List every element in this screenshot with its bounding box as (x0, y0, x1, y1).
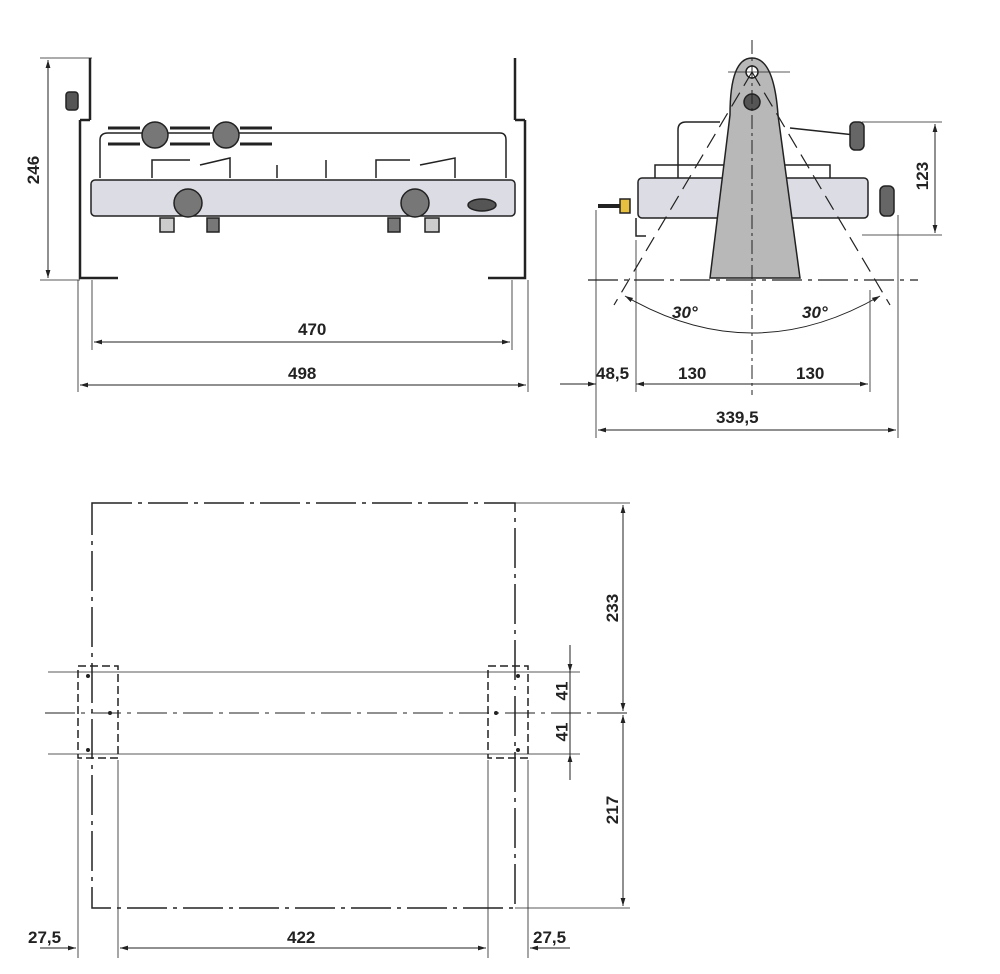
dim-offset: 48,5 (596, 364, 630, 383)
burner-knob (400, 188, 430, 218)
dim-slot-lower: 41 (552, 722, 572, 742)
burner-knob (879, 185, 895, 217)
dim-slot-upper: 41 (552, 681, 572, 701)
dim-knob-height: 123 (913, 161, 933, 191)
dim-half-left: 130 (678, 364, 707, 383)
mounting-tower (709, 57, 801, 279)
side-view (560, 40, 942, 438)
angle-left-label: 30° (672, 303, 698, 322)
dim-margin-left: 27,5 (28, 928, 62, 947)
bracket-right (487, 665, 529, 759)
pot-holder-knob (141, 121, 169, 149)
pot-holder-knob (849, 121, 865, 151)
dim-total-depth: 339,5 (716, 408, 759, 427)
dim-bottom-depth: 217 (603, 795, 623, 825)
dim-front-inner-width: 470 (298, 320, 327, 339)
pot-holder-knob (212, 121, 240, 149)
stove-body (90, 179, 516, 217)
dim-center-width: 422 (287, 928, 316, 947)
clamp-knob (65, 91, 79, 111)
dim-top-depth: 233 (603, 593, 623, 623)
dim-front-height: 246 (24, 155, 44, 185)
bracket-left (77, 665, 119, 759)
burner-knob (173, 188, 203, 218)
dim-front-outer-width: 498 (288, 364, 317, 383)
dim-margin-right: 27,5 (533, 928, 567, 947)
angle-right-label: 30° (802, 303, 828, 322)
angle-arc (624, 295, 881, 334)
plan-view (40, 502, 630, 958)
front-view (40, 57, 529, 392)
cutout-outline (91, 502, 516, 909)
dim-half-right: 130 (796, 364, 825, 383)
